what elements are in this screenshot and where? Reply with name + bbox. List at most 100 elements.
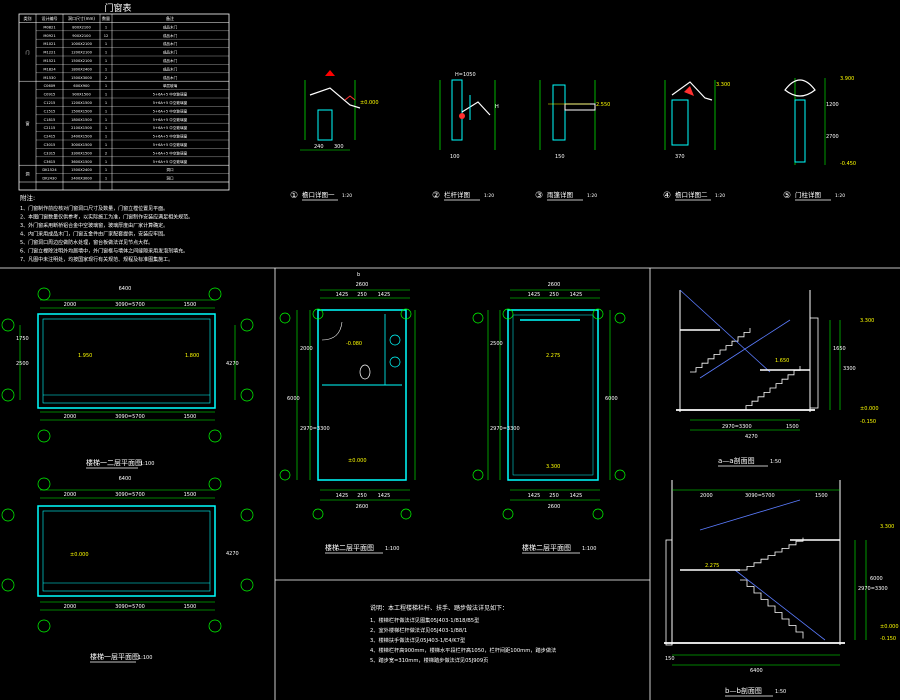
- plan-a-dim-total: 6400: [119, 286, 132, 292]
- plan-a-dim-2: 3090=5700: [115, 302, 145, 308]
- schedule-cell: 1: [105, 109, 107, 113]
- schedule-cell: 1: [105, 93, 107, 97]
- detail-number: ⑤: [783, 191, 791, 201]
- schedule-cell: 成品木门: [163, 75, 178, 80]
- schedule-cell: M1521: [43, 59, 55, 63]
- stair-notes-title: 说明：本工程楼梯栏杆、扶手、踏步做法详见如下：: [370, 604, 508, 612]
- plan-a-dim-b2: 3090=5700: [115, 414, 145, 420]
- schedule-cell: 洞口: [166, 167, 174, 172]
- stair-note-line: 4、楼梯栏杆高900mm，楼梯水平段栏杆高1050，栏杆间距100mm，踏步做法: [370, 646, 556, 654]
- note-line: 1、门窗制作前应核对门窗洞口尺寸及数量，门窗立樘位置见平面。: [20, 205, 168, 212]
- schedule-cell: DK2430: [42, 177, 57, 181]
- sec-a-dim-1: 2970=3300: [722, 424, 752, 430]
- schedule-cell: 洞口: [166, 176, 174, 181]
- plan-d-side-1: 2500: [490, 341, 503, 347]
- schedule-cell: 1: [105, 42, 107, 46]
- detail-5-level-top: 3.900: [840, 76, 854, 82]
- schedule-category: 洞: [26, 171, 30, 177]
- plan-b-dim-3: 1500: [184, 492, 197, 498]
- schedule-cell: C2115: [44, 126, 56, 130]
- plan-a-side-2: 2500: [16, 361, 29, 367]
- plan-a-side-1: 1750: [16, 336, 29, 342]
- plan-d-level-1: 2.275: [546, 353, 560, 359]
- sec-a-dim-3: 4270: [745, 434, 758, 440]
- schedule-cell: M0821: [43, 25, 55, 29]
- schedule-cell: 5+6A+5 中空玻璃窗: [153, 125, 188, 130]
- detail-2: H=1050 H 100: [439, 72, 499, 160]
- plan-d-scale: 1:100: [582, 546, 596, 552]
- plan-a-scale: 1:100: [140, 461, 154, 467]
- detail-1-dim-b: 300: [334, 144, 344, 150]
- plan-a: 6400 2000 3090=5700 1500 2000 3090=5700 …: [1, 286, 254, 469]
- detail-scale: 1:20: [587, 193, 597, 199]
- plan-c-side-1: 2000: [300, 346, 313, 352]
- schedule-cell: C1815: [44, 118, 56, 122]
- schedule-title: 门窗表: [104, 2, 131, 14]
- plan-a-dim-b1: 2000: [64, 414, 77, 420]
- plan-c: 2600 1425 250 1425 1425 250 1425 2600 20…: [279, 272, 416, 554]
- sec-a-level-1: 3.300: [860, 318, 874, 324]
- schedule-grid: [19, 14, 229, 190]
- schedule-cell: M1530: [43, 76, 56, 80]
- plan-b-title: 楼梯一层平面图: [90, 652, 139, 661]
- detail-number: ④: [663, 191, 671, 201]
- detail-1-level: ±0.000: [360, 100, 379, 106]
- note-line: 2、本图门窗数量仅供参考，以实际施工为准，门窗制作安装应满足相关规范。: [20, 214, 193, 221]
- sec-b-dim-7: 6000: [870, 576, 883, 582]
- schedule-header: 洞口尺寸(mm): [68, 15, 95, 21]
- schedule-cell: M0921: [43, 34, 55, 38]
- detail-4-level: 3.300: [716, 82, 730, 88]
- detail-scale: 1:20: [484, 193, 494, 199]
- schedule-category: 窗: [26, 120, 30, 126]
- section-a: 3.300 1.650 ±0.000 -0.150 2970=3300 1500…: [676, 289, 879, 467]
- schedule-cell: 成品木门: [163, 66, 178, 71]
- plan-c-dim-b3: 1425: [378, 493, 391, 499]
- schedule-cell: 1: [105, 168, 107, 172]
- plan-b-dim-b2: 3090=5700: [115, 604, 145, 610]
- schedule-cell: 成品木门: [163, 58, 178, 63]
- sec-b-dim-5: 150: [665, 656, 675, 662]
- plan-d-dim-2: 250: [549, 292, 559, 298]
- sec-a-level-3: ±0.000: [860, 406, 879, 412]
- plan-b-dim-total: 6400: [119, 476, 132, 482]
- schedule-cell: 1200X2100: [71, 51, 92, 55]
- schedule-cell: 5+6A+5 中空玻璃窗: [153, 92, 188, 97]
- note-line: 5、门窗洞口周边应做防水处理，窗台板做法详见节点大样。: [20, 239, 153, 246]
- sec-b-level-2: 2.275: [705, 563, 719, 569]
- detail-2-dim: 100: [450, 154, 460, 160]
- sec-a-dim-4: 3300: [843, 366, 856, 372]
- detail-scale: 1:20: [835, 193, 845, 199]
- plan-d-dim-total: 2600: [548, 282, 561, 288]
- note-line: 3、外门窗采用断桥铝合金中空玻璃窗，玻璃厚度由厂家计算确定。: [20, 222, 168, 229]
- plan-c-dim-2: 250: [357, 292, 367, 298]
- plan-b: 6400 2000 3090=5700 1500 2000 3090=5700 …: [1, 476, 254, 663]
- schedule-cell: 1200X1500: [71, 101, 92, 105]
- plan-a-level-1: 1.950: [78, 353, 92, 359]
- detail-scale: 1:20: [342, 193, 352, 199]
- sec-b-title: b—b剖面图: [725, 686, 762, 695]
- schedule-cell: C3615: [44, 160, 56, 164]
- schedule-cell: 1: [105, 160, 107, 164]
- sec-a-dim-2: 1500: [786, 424, 799, 430]
- plan-b-dim-b1: 2000: [64, 604, 77, 610]
- schedule-cell: 900X2100: [72, 34, 91, 38]
- plan-c-dim-b1: 1425: [336, 493, 349, 499]
- note-line: 6、门窗立樘除注明外均居墙中，外门窗框与墙体之间缝隙采用发泡剂填充。: [20, 248, 188, 255]
- detail-number: ②: [432, 191, 440, 201]
- sec-b-scale: 1:50: [775, 689, 786, 695]
- schedule-cell: 1500X2400: [71, 168, 92, 172]
- plan-d: 2600 1425 250 1425 1425 250 1425 2600 25…: [472, 282, 626, 554]
- schedule-cell: 5+6A+5 中空玻璃窗: [153, 100, 188, 105]
- schedule-header: 数量: [102, 15, 110, 21]
- sec-b-dim-1: 2000: [700, 493, 713, 499]
- plan-c-section-mark: b: [357, 272, 360, 278]
- plan-c-side-3: 6000: [287, 396, 300, 402]
- plan-b-dim-b3: 1500: [184, 604, 197, 610]
- plan-d-dim-b2: 250: [549, 493, 559, 499]
- detail-title: 檐口详图一: [302, 190, 335, 199]
- sec-b-level-3: ±0.000: [880, 624, 899, 630]
- schedule-cell: 5+6A+5 中空玻璃窗: [153, 142, 188, 147]
- schedule-cell: 成品木门: [163, 33, 178, 38]
